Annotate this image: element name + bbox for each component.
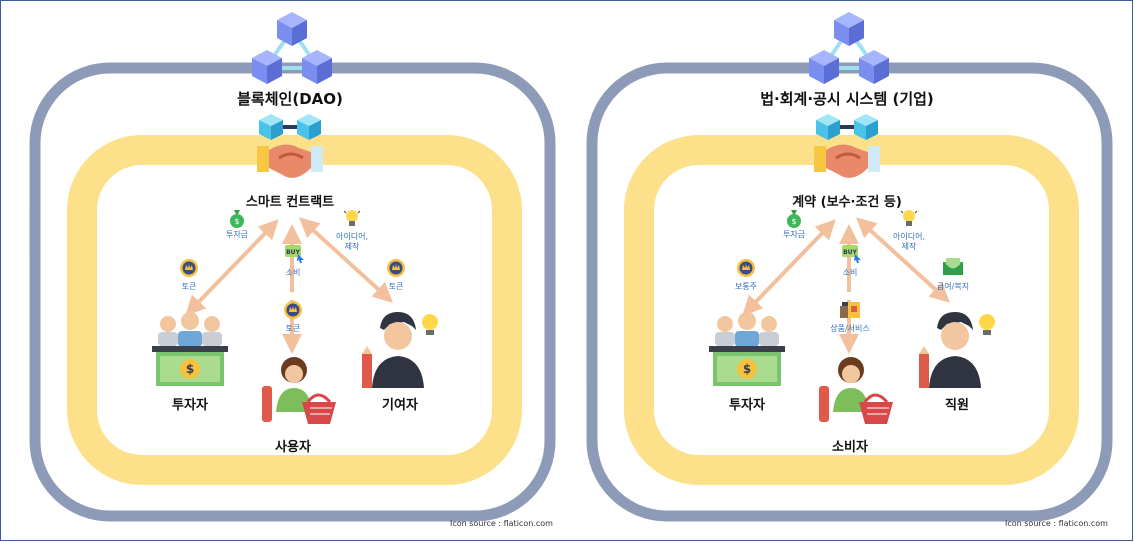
user-label: 사용자 (275, 440, 311, 455)
arrow-investor (185, 219, 279, 316)
blockchain-cubes-icon (809, 12, 889, 84)
shopper-icon (819, 357, 893, 424)
buy-label: 소비 (842, 268, 858, 277)
consumer-label: 소비자 (832, 440, 868, 455)
arrow-employee (856, 217, 950, 303)
token-label-middle: 토큰 (285, 324, 301, 333)
token-icon-left (180, 259, 198, 277)
goods-label: 상품/서비스 (830, 324, 870, 333)
salary-envelope-icon (943, 258, 963, 275)
money-bag-icon: $ (230, 210, 244, 228)
buy-tag-icon: BUY (285, 245, 304, 263)
employee-label: 직원 (945, 398, 969, 413)
dao-title: 블록체인(DAO) (237, 90, 343, 108)
lightbulb-icon (900, 210, 918, 226)
arrow-investor (742, 219, 836, 316)
investor-label: 투자자 (172, 398, 208, 413)
employee-icon (919, 312, 995, 388)
money-label: 투자금 (782, 230, 806, 239)
goods-box-icon (840, 302, 860, 318)
investor-label: 투자자 (729, 398, 765, 413)
money-label: 투자금 (225, 230, 249, 239)
arrow-contributor (299, 217, 393, 303)
contributor-icon (362, 312, 438, 388)
svg-text:$: $ (791, 217, 796, 226)
svg-text:BUY: BUY (286, 249, 300, 256)
salary-label: 급여/복지 (936, 282, 970, 291)
stock-token-icon (737, 259, 755, 277)
blockchain-cubes-icon (252, 12, 332, 84)
icon-source-left: Icon source : flaticon.com (450, 519, 553, 528)
token-label-right: 토큰 (388, 282, 404, 291)
company-title: 법·회계·공시 시스템 (기업) (760, 90, 934, 108)
shopper-icon (262, 357, 336, 424)
token-label-left: 토큰 (181, 282, 197, 291)
company-diagram: 법·회계·공시 시스템 (기업) 계약 (보수·조건 등) $ 투자금 아이디어… (557, 0, 1117, 543)
buy-tag-icon: BUY (842, 245, 861, 263)
svg-text:$: $ (234, 217, 239, 226)
buy-label: 소비 (285, 268, 301, 277)
icon-source-right: Icon source : flaticon.com (1005, 519, 1108, 528)
stock-label: 보통주 (734, 282, 758, 291)
smart-contract-label: 스마트 컨트랙트 (245, 195, 335, 210)
investor-icon: $ (709, 312, 785, 386)
idea-label: 아이디어, 제작 (893, 232, 925, 251)
smart-contract-handshake-icon (257, 114, 323, 178)
contract-label: 계약 (보수·조건 등) (792, 195, 902, 210)
idea-label: 아이디어, 제작 (336, 232, 368, 251)
dao-diagram: 블록체인(DAO) 스마트 컨트랙트 $ 투자금 아이디어, 제작 BUY 소비… (0, 0, 560, 543)
svg-text:$: $ (743, 362, 751, 376)
svg-text:$: $ (186, 362, 194, 376)
money-bag-icon: $ (787, 210, 801, 228)
investor-icon: $ (152, 312, 228, 386)
contract-handshake-icon (814, 114, 880, 178)
token-icon-right (387, 259, 405, 277)
contributor-label: 기여자 (382, 398, 418, 413)
svg-text:BUY: BUY (843, 249, 857, 256)
token-icon-middle (284, 301, 302, 319)
lightbulb-icon (343, 210, 361, 226)
